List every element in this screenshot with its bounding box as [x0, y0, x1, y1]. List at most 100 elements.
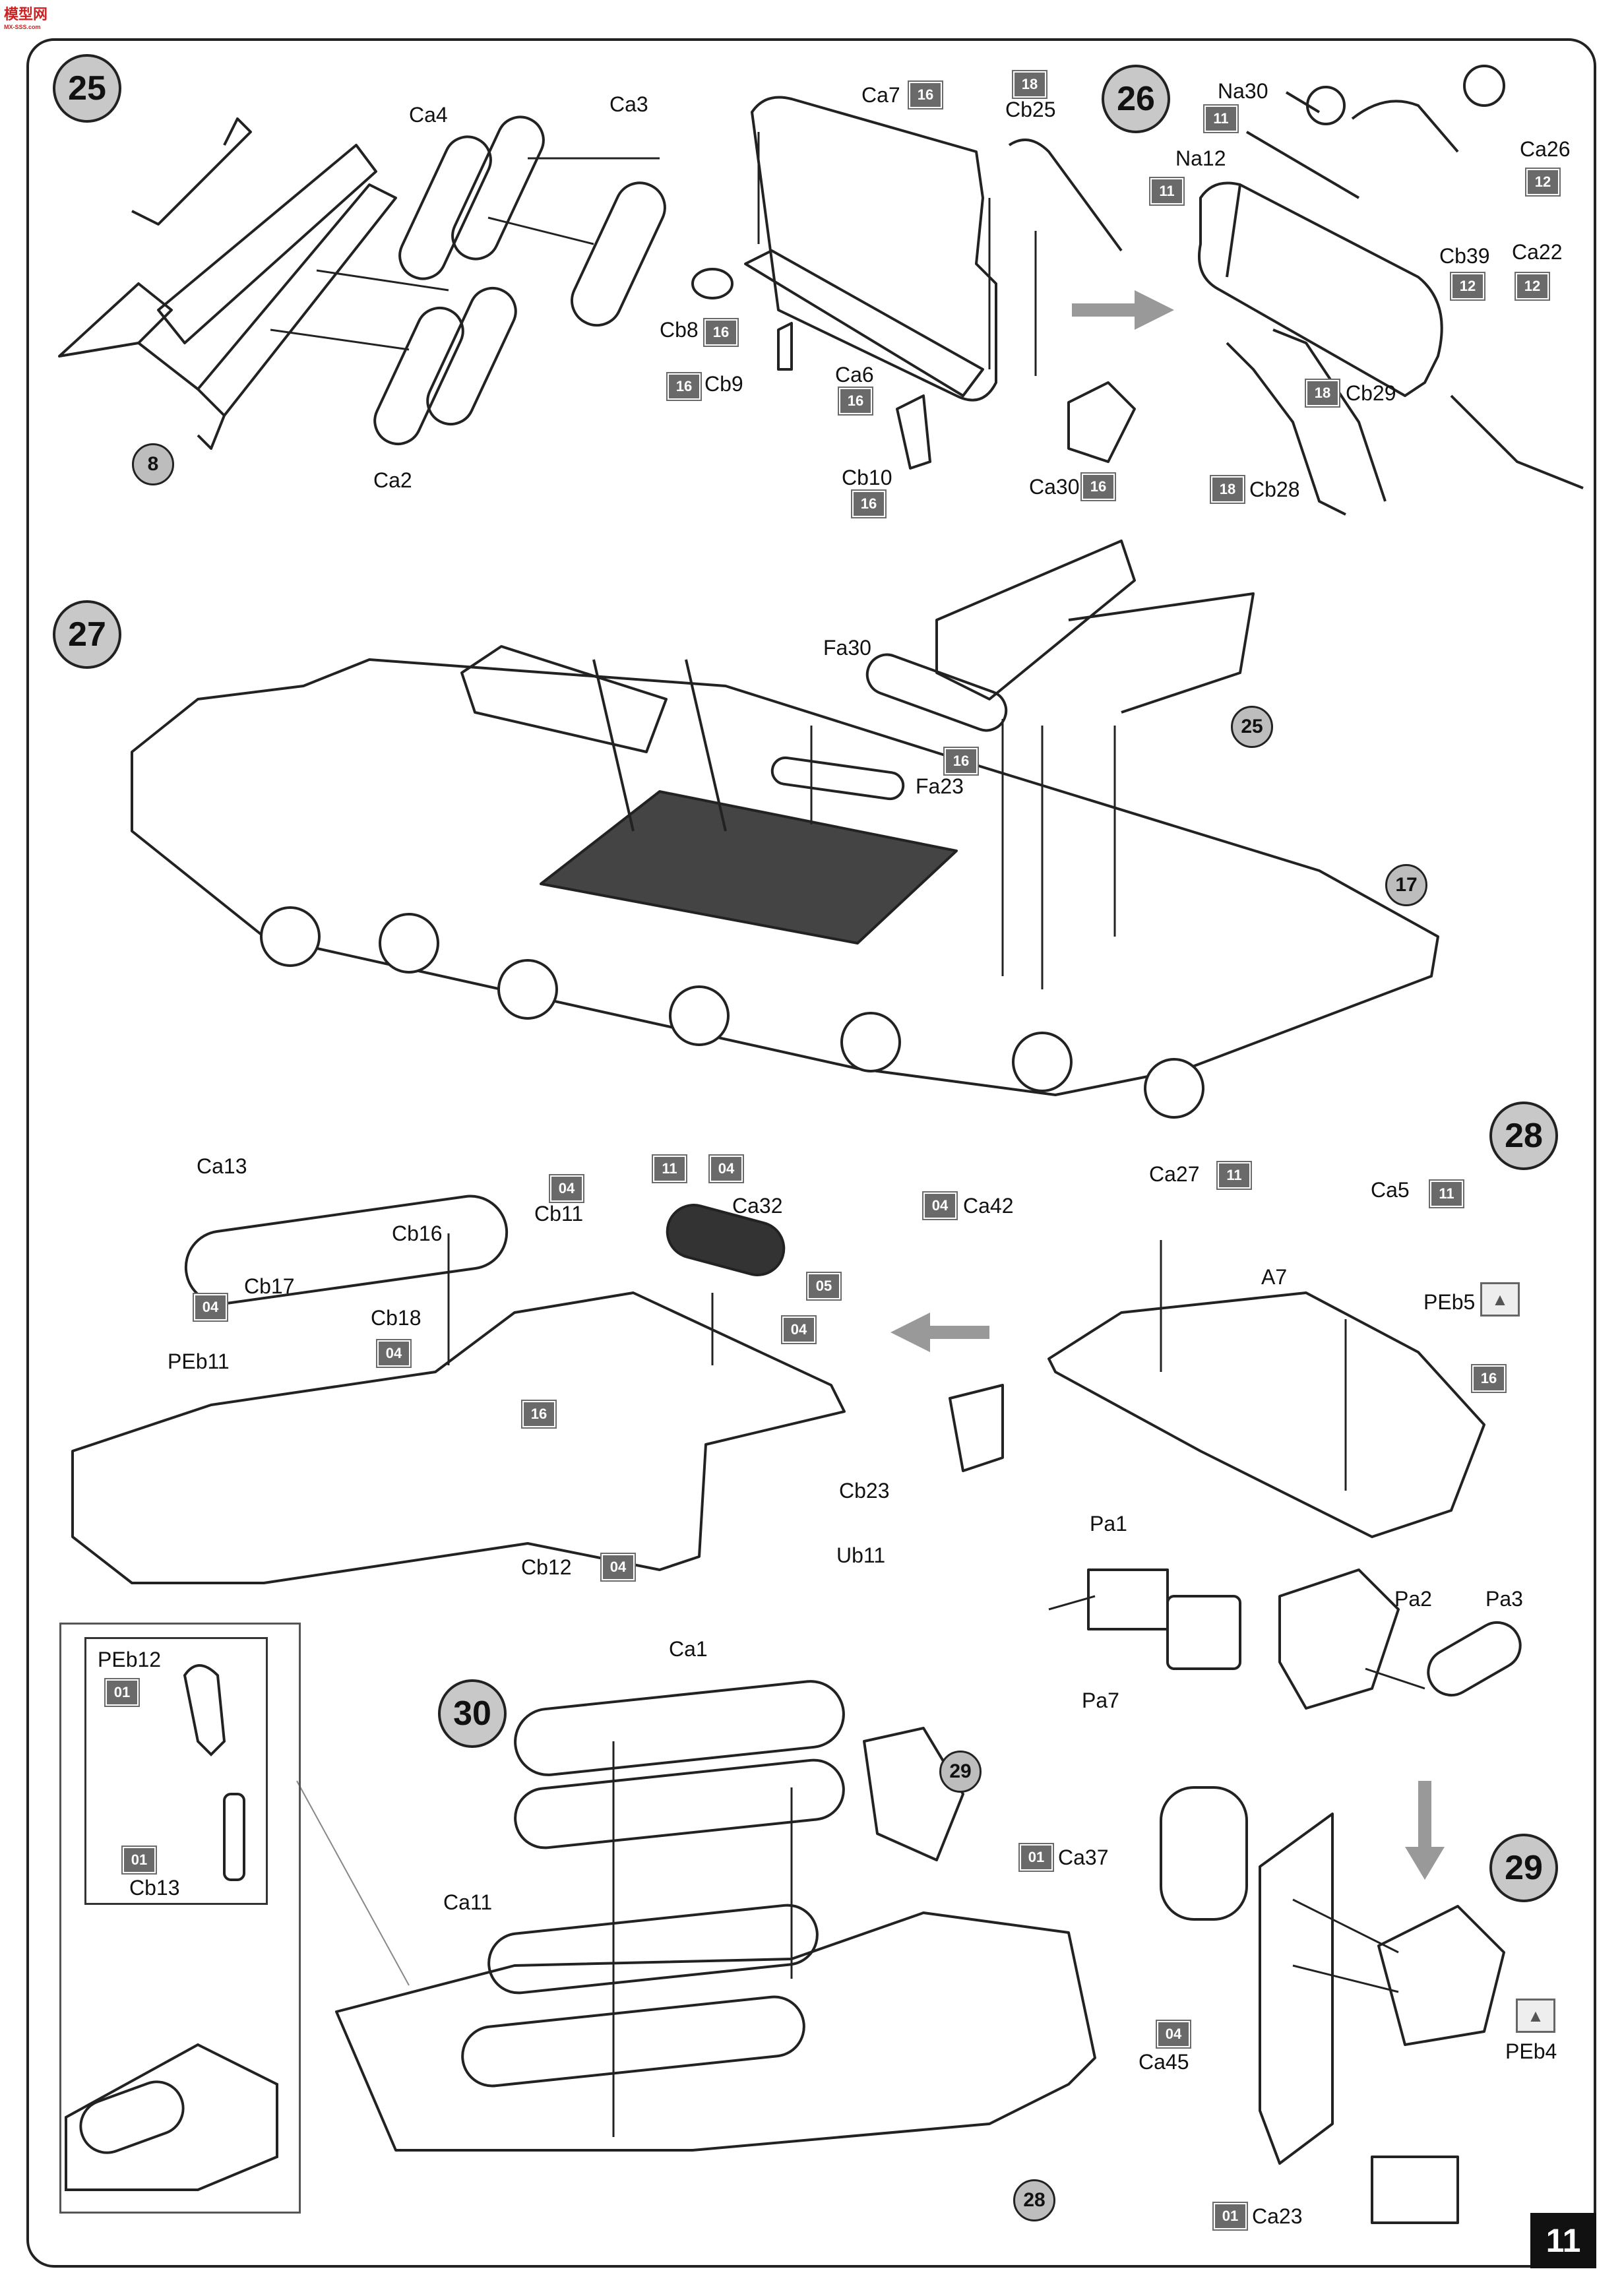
part-label: Ca22 [1512, 240, 1563, 264]
part-label: Na12 [1175, 146, 1226, 170]
sprue-chip: 01 [121, 1846, 157, 1875]
sprue-chip: 16 [666, 372, 702, 401]
sprue-chip: 18 [1012, 70, 1047, 99]
part-label: PEb5 [1423, 1290, 1476, 1314]
sprue-chip: 11 [1429, 1179, 1464, 1208]
sprue-chip: 18 [1305, 379, 1340, 408]
ammo-rack-frame [58, 144, 397, 450]
part-label: Na30 [1218, 79, 1268, 103]
sprue-chip: 04 [600, 1553, 636, 1582]
inset-tool-clip [183, 1664, 226, 1756]
part-label: Ca3 [609, 92, 648, 116]
sprue-chip: 16 [908, 80, 943, 109]
part-label: PEb4 [1505, 2039, 1557, 2063]
part-label: Ca26 [1520, 137, 1571, 161]
part-label: Cb39 [1439, 244, 1490, 268]
part-label: Cb18 [371, 1306, 422, 1330]
part-label: Ca7 [861, 83, 900, 107]
photo-etch-up-icon: ▲ [1480, 1282, 1520, 1317]
sprue-chip: 01 [1018, 1843, 1054, 1872]
sprue-chip: 11 [1216, 1161, 1252, 1190]
page-number: 11 [1530, 2213, 1596, 2268]
part-label: Ca2 [373, 468, 412, 492]
ref-step-28: 28 [1013, 2179, 1055, 2221]
sprue-chip: 16 [703, 318, 739, 347]
sprue-chip: 04 [922, 1191, 958, 1220]
part-label: Ca23 [1252, 2204, 1303, 2228]
page-frame [26, 38, 1596, 2268]
part-label: Ca13 [197, 1154, 247, 1178]
exhaust-silencer [1198, 181, 1443, 397]
ref-step-29: 29 [939, 1751, 982, 1793]
part-label: Ca6 [835, 363, 874, 387]
part-label: Pa2 [1394, 1587, 1432, 1611]
bulkhead-plate-29 [1259, 1813, 1334, 2165]
sprue-chip: 04 [708, 1154, 744, 1183]
sprue-chip: 16 [838, 387, 873, 416]
part-label: Cb13 [129, 1876, 180, 1900]
part-label: Cb29 [1346, 381, 1396, 405]
road-wheels [260, 906, 1204, 1119]
part-label: Ca37 [1058, 1846, 1109, 1869]
sprue-chip: 04 [1156, 2020, 1191, 2049]
sprue-chip: 12 [1450, 272, 1485, 301]
part-label: Cb11 [534, 1202, 584, 1226]
shells-25 [373, 115, 666, 445]
step-number-30: 30 [438, 1679, 507, 1748]
sprue-chip: 16 [1471, 1364, 1507, 1393]
ref-step-17: 17 [1385, 864, 1427, 906]
part-label: A7 [1261, 1265, 1288, 1289]
ref-step-8: 8 [132, 443, 174, 485]
step-number-25: 25 [53, 54, 121, 123]
part-label: Cb25 [1005, 98, 1056, 121]
part-label: Cb8 [660, 318, 699, 342]
part-label: Ca1 [669, 1637, 708, 1661]
sprue-chip: 11 [1149, 177, 1185, 206]
sprue-chip: 05 [806, 1272, 842, 1301]
part-label: Ca45 [1139, 2050, 1189, 2074]
part-label: Cb16 [392, 1222, 443, 1245]
part-label: Ca11 [443, 1890, 493, 1914]
part-label: Cb12 [521, 1555, 572, 1579]
sprue-chip: 12 [1515, 272, 1550, 301]
sprue-chip: 16 [1080, 472, 1116, 501]
part-label: Cb28 [1249, 478, 1300, 501]
part-label: Ca32 [732, 1194, 783, 1218]
step-number-27: 27 [53, 600, 121, 669]
photo-etch-up-icon: ▲ [1516, 1999, 1555, 2033]
sprue-chip: 04 [781, 1315, 817, 1344]
detail-inset-box [84, 1637, 268, 1905]
step-number-26: 26 [1102, 65, 1170, 133]
part-label: PEb11 [168, 1350, 230, 1373]
part-label: Ca42 [963, 1194, 1014, 1218]
sprue-chip: 18 [1210, 475, 1245, 504]
hull-27 [131, 658, 1439, 1096]
part-label: Cb17 [244, 1274, 295, 1298]
hull-30 [335, 1911, 1096, 2152]
sprue-chip: 01 [1212, 2202, 1248, 2231]
part-label: Ub11 [836, 1543, 886, 1567]
part-label: Ca4 [409, 103, 448, 127]
part-label: Ca27 [1149, 1162, 1200, 1186]
step-number-28: 28 [1489, 1101, 1558, 1170]
part-label: Cb10 [842, 466, 892, 489]
step-number-29: 29 [1489, 1834, 1558, 1902]
sprue-chip: 11 [652, 1154, 687, 1183]
detail-inset-frame [59, 1623, 301, 2214]
hull-28-right [1047, 1291, 1485, 1538]
sprue-chip: 16 [943, 747, 979, 776]
part-label: Cb23 [839, 1479, 890, 1503]
hull-28-left [71, 1291, 846, 1584]
part-label: Pa1 [1090, 1512, 1127, 1536]
sprue-chip: 01 [104, 1678, 140, 1707]
sprue-chip: 04 [376, 1339, 412, 1368]
shell-container [751, 96, 997, 402]
sprue-chip: 11 [1203, 104, 1239, 133]
sprue-chip: 04 [193, 1293, 228, 1322]
part-label: Pa7 [1082, 1689, 1119, 1712]
part-label: Ca30 [1029, 475, 1080, 499]
part-label: PEb12 [98, 1648, 162, 1671]
sprue-chip: 16 [521, 1400, 557, 1429]
